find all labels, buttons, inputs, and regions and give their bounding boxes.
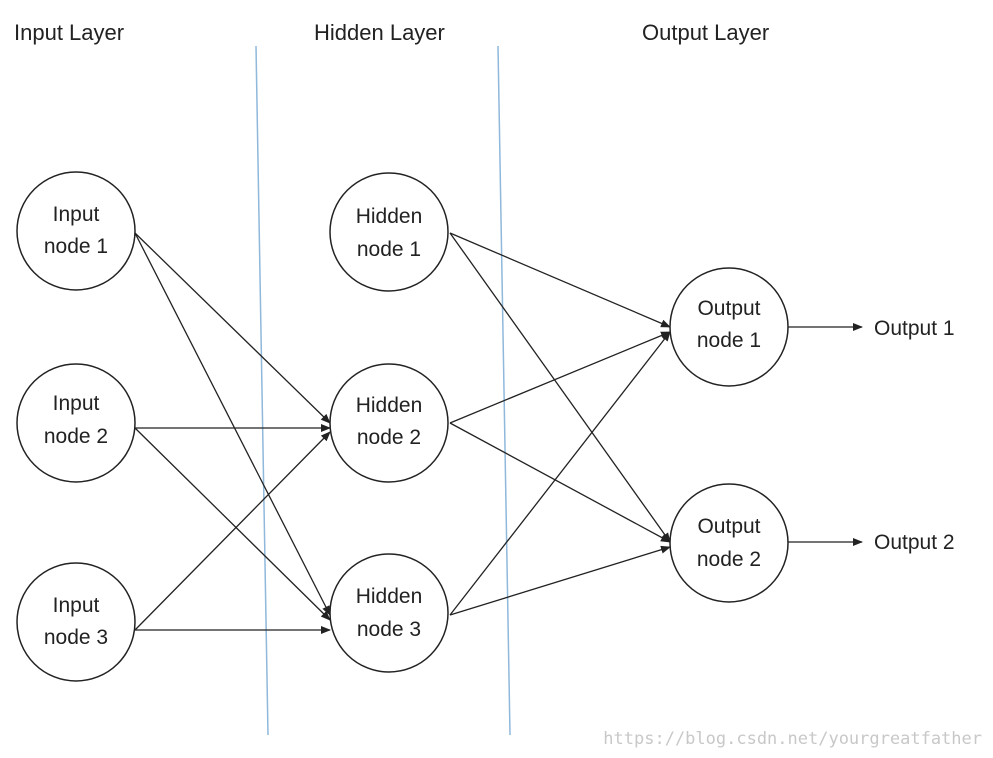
output-layer-title: Output Layer [642, 20, 769, 45]
hidden-node-2-label-line2: node 2 [357, 426, 421, 449]
output-node-2: Output node 2 [669, 483, 789, 603]
output-node-2-label-line1: Output [697, 515, 760, 538]
hidden-node-3: Hidden node 3 [329, 553, 449, 673]
output-node-1-label-line2: node 1 [697, 329, 761, 352]
input-node-2-label-line2: node 2 [44, 425, 108, 448]
edge-hidden2-output2 [449, 422, 671, 543]
hidden-node-1-circle [329, 172, 449, 292]
hidden-output-connections [449, 232, 671, 616]
input-node-3-label-line2: node 3 [44, 626, 108, 649]
input-hidden-connections [134, 232, 331, 634]
input-layer-title: Input Layer [14, 20, 124, 45]
watermark-url: https://blog.csdn.net/yourgreatfather [603, 729, 982, 749]
output-node-1-circle [669, 267, 789, 387]
input-node-1: Input node 1 [16, 171, 136, 291]
hidden-node-1: Hidden node 1 [329, 172, 449, 292]
output-node-2-label-line2: node 2 [697, 548, 761, 571]
input-node-3-circle [16, 562, 136, 682]
edge-hidden2-output1 [449, 331, 671, 424]
input-node-1-label-line2: node 1 [44, 235, 108, 258]
edge-input3-hidden2 [134, 431, 331, 631]
input-node-2: Input node 2 [16, 363, 136, 483]
input-node-2-label-line1: Input [53, 392, 100, 415]
edge-hidden3-output1 [449, 331, 671, 616]
hidden-node-3-circle [329, 553, 449, 673]
hidden-node-3-label-line1: Hidden [356, 585, 423, 608]
input-node-1-circle [16, 171, 136, 291]
hidden-node-2-label-line1: Hidden [356, 394, 423, 417]
edge-hidden1-output1 [449, 232, 671, 328]
layer-separator-1 [255, 45, 269, 736]
hidden-node-1-label-line1: Hidden [356, 205, 423, 228]
edge-hidden3-output2 [449, 545, 671, 616]
edge-input2-hidden3 [134, 427, 331, 621]
output-node-1: Output node 1 [669, 267, 789, 387]
hidden-node-2: Hidden node 2 [329, 363, 449, 483]
edge-hidden1-output2 [449, 232, 671, 543]
hidden-node-3-label-line2: node 3 [357, 618, 421, 641]
output-node-1-label-line1: Output [697, 297, 760, 320]
input-node-1-label-line1: Input [53, 203, 100, 226]
edge-input1-hidden3 [134, 232, 331, 616]
input-node-2-circle [16, 363, 136, 483]
hidden-layer-title: Hidden Layer [314, 20, 445, 45]
layer-separator-2 [497, 45, 511, 736]
hidden-node-1-label-line2: node 1 [357, 238, 421, 261]
hidden-node-2-circle [329, 363, 449, 483]
edge-input1-hidden2 [134, 232, 331, 424]
input-node-3: Input node 3 [16, 562, 136, 682]
output-2-label: Output 2 [874, 531, 955, 554]
output-node-2-circle [669, 483, 789, 603]
input-node-3-label-line1: Input [53, 594, 100, 617]
output-1-label: Output 1 [874, 317, 955, 340]
